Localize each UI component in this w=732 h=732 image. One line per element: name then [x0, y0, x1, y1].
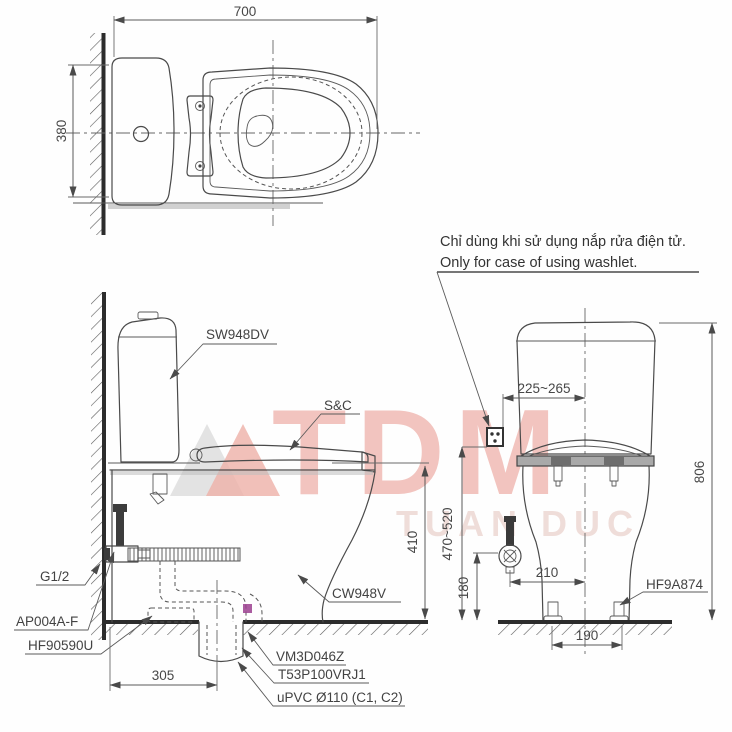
lid-inner-outline: [209, 74, 371, 192]
seat-lid-side: [196, 444, 369, 463]
leader-floor-flange: [25, 615, 153, 655]
pedestal-left-edge: [522, 465, 544, 622]
front-shutoff-valve: [498, 516, 522, 574]
dim-380-text: 380: [54, 120, 69, 143]
shutoff-valve: [104, 504, 151, 563]
seat-bolt-right: [609, 465, 619, 487]
washlet-note-leader: [436, 271, 490, 427]
bowl-rim-hidden-line: [219, 76, 363, 190]
tank-shadow: [108, 204, 290, 209]
seat-hinge-side: [189, 448, 203, 462]
seat-opening-outline: [237, 87, 351, 179]
tank-plan-outline: [111, 57, 175, 206]
leader-supply-hose: [14, 551, 115, 631]
base-bolt-cap-right: [609, 601, 629, 623]
rim-shadow: [110, 471, 373, 475]
dim-700-text: 700: [234, 4, 257, 19]
washlet-note: Chỉ dùng khi sử dụng nắp rửa điện tử. On…: [436, 233, 699, 427]
lid-outer-outline: [202, 67, 379, 199]
dim-180-text: 180: [456, 577, 471, 600]
seat-band: [516, 455, 655, 467]
side-elevation-view: SW948DV S&C CW948V G1/2 AP004A-F HF90590…: [14, 292, 429, 707]
front-elevation-view: 225~265 806 470~520 180 210 190 HF9A874: [440, 308, 717, 656]
label-drain-pipe: T53P100VRJ1: [278, 667, 366, 682]
dim-470-text: 470~520: [440, 508, 455, 561]
hinge-bolt-top: [195, 101, 205, 111]
seat-band-hinge-right: [604, 456, 624, 466]
front-floor-hatch: [498, 624, 672, 635]
washlet-outlet-box: [486, 427, 504, 447]
accent-marker: [243, 604, 252, 613]
wall-hatch: [90, 33, 103, 235]
seat-bolt-left: [553, 465, 563, 487]
washlet-note-vi: Chỉ dùng khi sử dụng nắp rửa điện tử.: [440, 233, 686, 250]
water-spot: [245, 114, 274, 147]
leader-bowl-model: [297, 574, 401, 603]
label-supply-thread: G1/2: [40, 569, 69, 584]
nozzle-fitting: [149, 473, 168, 505]
seat-dome-inner: [528, 445, 643, 457]
watermark-brand-text: TDM: [272, 384, 566, 520]
tank-lid-bump: [137, 311, 159, 320]
base-bolt-cap-left: [543, 601, 563, 623]
pedestal-right-edge: [628, 465, 650, 622]
tank-front-outline: [516, 321, 656, 455]
hinge-bolt-bottom: [195, 161, 205, 171]
side-floor-hatch-left: [106, 624, 198, 635]
hinge-bolt-top-dot: [198, 104, 202, 108]
label-floor-flange: HF90590U: [28, 638, 93, 653]
floor-flange-hidden: [147, 607, 195, 623]
seat-hinge-bracket: [186, 95, 214, 177]
drain-elbow-hidden: [249, 593, 263, 622]
dim-806-text: 806: [692, 461, 707, 484]
label-supply-hose: AP004A-F: [16, 614, 78, 629]
leader-seat-model: [289, 413, 360, 451]
trapway-hidden-outer: [159, 561, 234, 622]
leader-supply-thread: [36, 563, 101, 586]
label-base-bolt-cap: HF9A874: [646, 577, 704, 592]
washlet-note-en: Only for case of using washlet.: [440, 255, 637, 271]
leader-upvc-pipe: [237, 661, 405, 707]
tank-side-profile: [117, 317, 180, 463]
seat-dome-outer: [520, 439, 651, 457]
dim-305-text: 305: [152, 668, 175, 683]
dim-225-text: 225~265: [518, 381, 571, 396]
flush-button: [132, 125, 150, 143]
dim-190-text: 190: [576, 628, 599, 643]
trapway-hidden-inner: [174, 561, 247, 622]
leader-base-bolt-cap: [619, 591, 708, 606]
label-upvc-pipe: uPVC Ø110 (C1, C2): [277, 690, 403, 705]
watermark-company-text: TUAN DUC: [396, 503, 640, 544]
flexible-hose: [127, 547, 241, 562]
hinge-bolt-bottom-dot: [198, 164, 202, 168]
label-bowl-model: CW948V: [332, 586, 386, 601]
leader-drain-pipe: [241, 647, 369, 684]
leader-drain-socket: [247, 631, 346, 666]
side-floor-hatch-right: [243, 624, 428, 635]
dim-410-text: 410: [405, 531, 420, 554]
label-drain-socket: VM3D046Z: [276, 649, 344, 664]
label-seat-model: S&C: [324, 398, 352, 413]
watermark: TDM TUAN DUC: [170, 384, 640, 544]
label-tank-model: SW948DV: [206, 327, 269, 342]
dim-210-text: 210: [536, 565, 559, 580]
seat-band-hinge-left: [551, 456, 571, 466]
leader-tank-model: [169, 343, 277, 380]
watermark-triangle-pink: [206, 424, 280, 496]
plan-view: 700 380: [54, 4, 420, 235]
side-wall-hatch: [91, 292, 104, 640]
bowl-front-curve: [321, 471, 376, 623]
